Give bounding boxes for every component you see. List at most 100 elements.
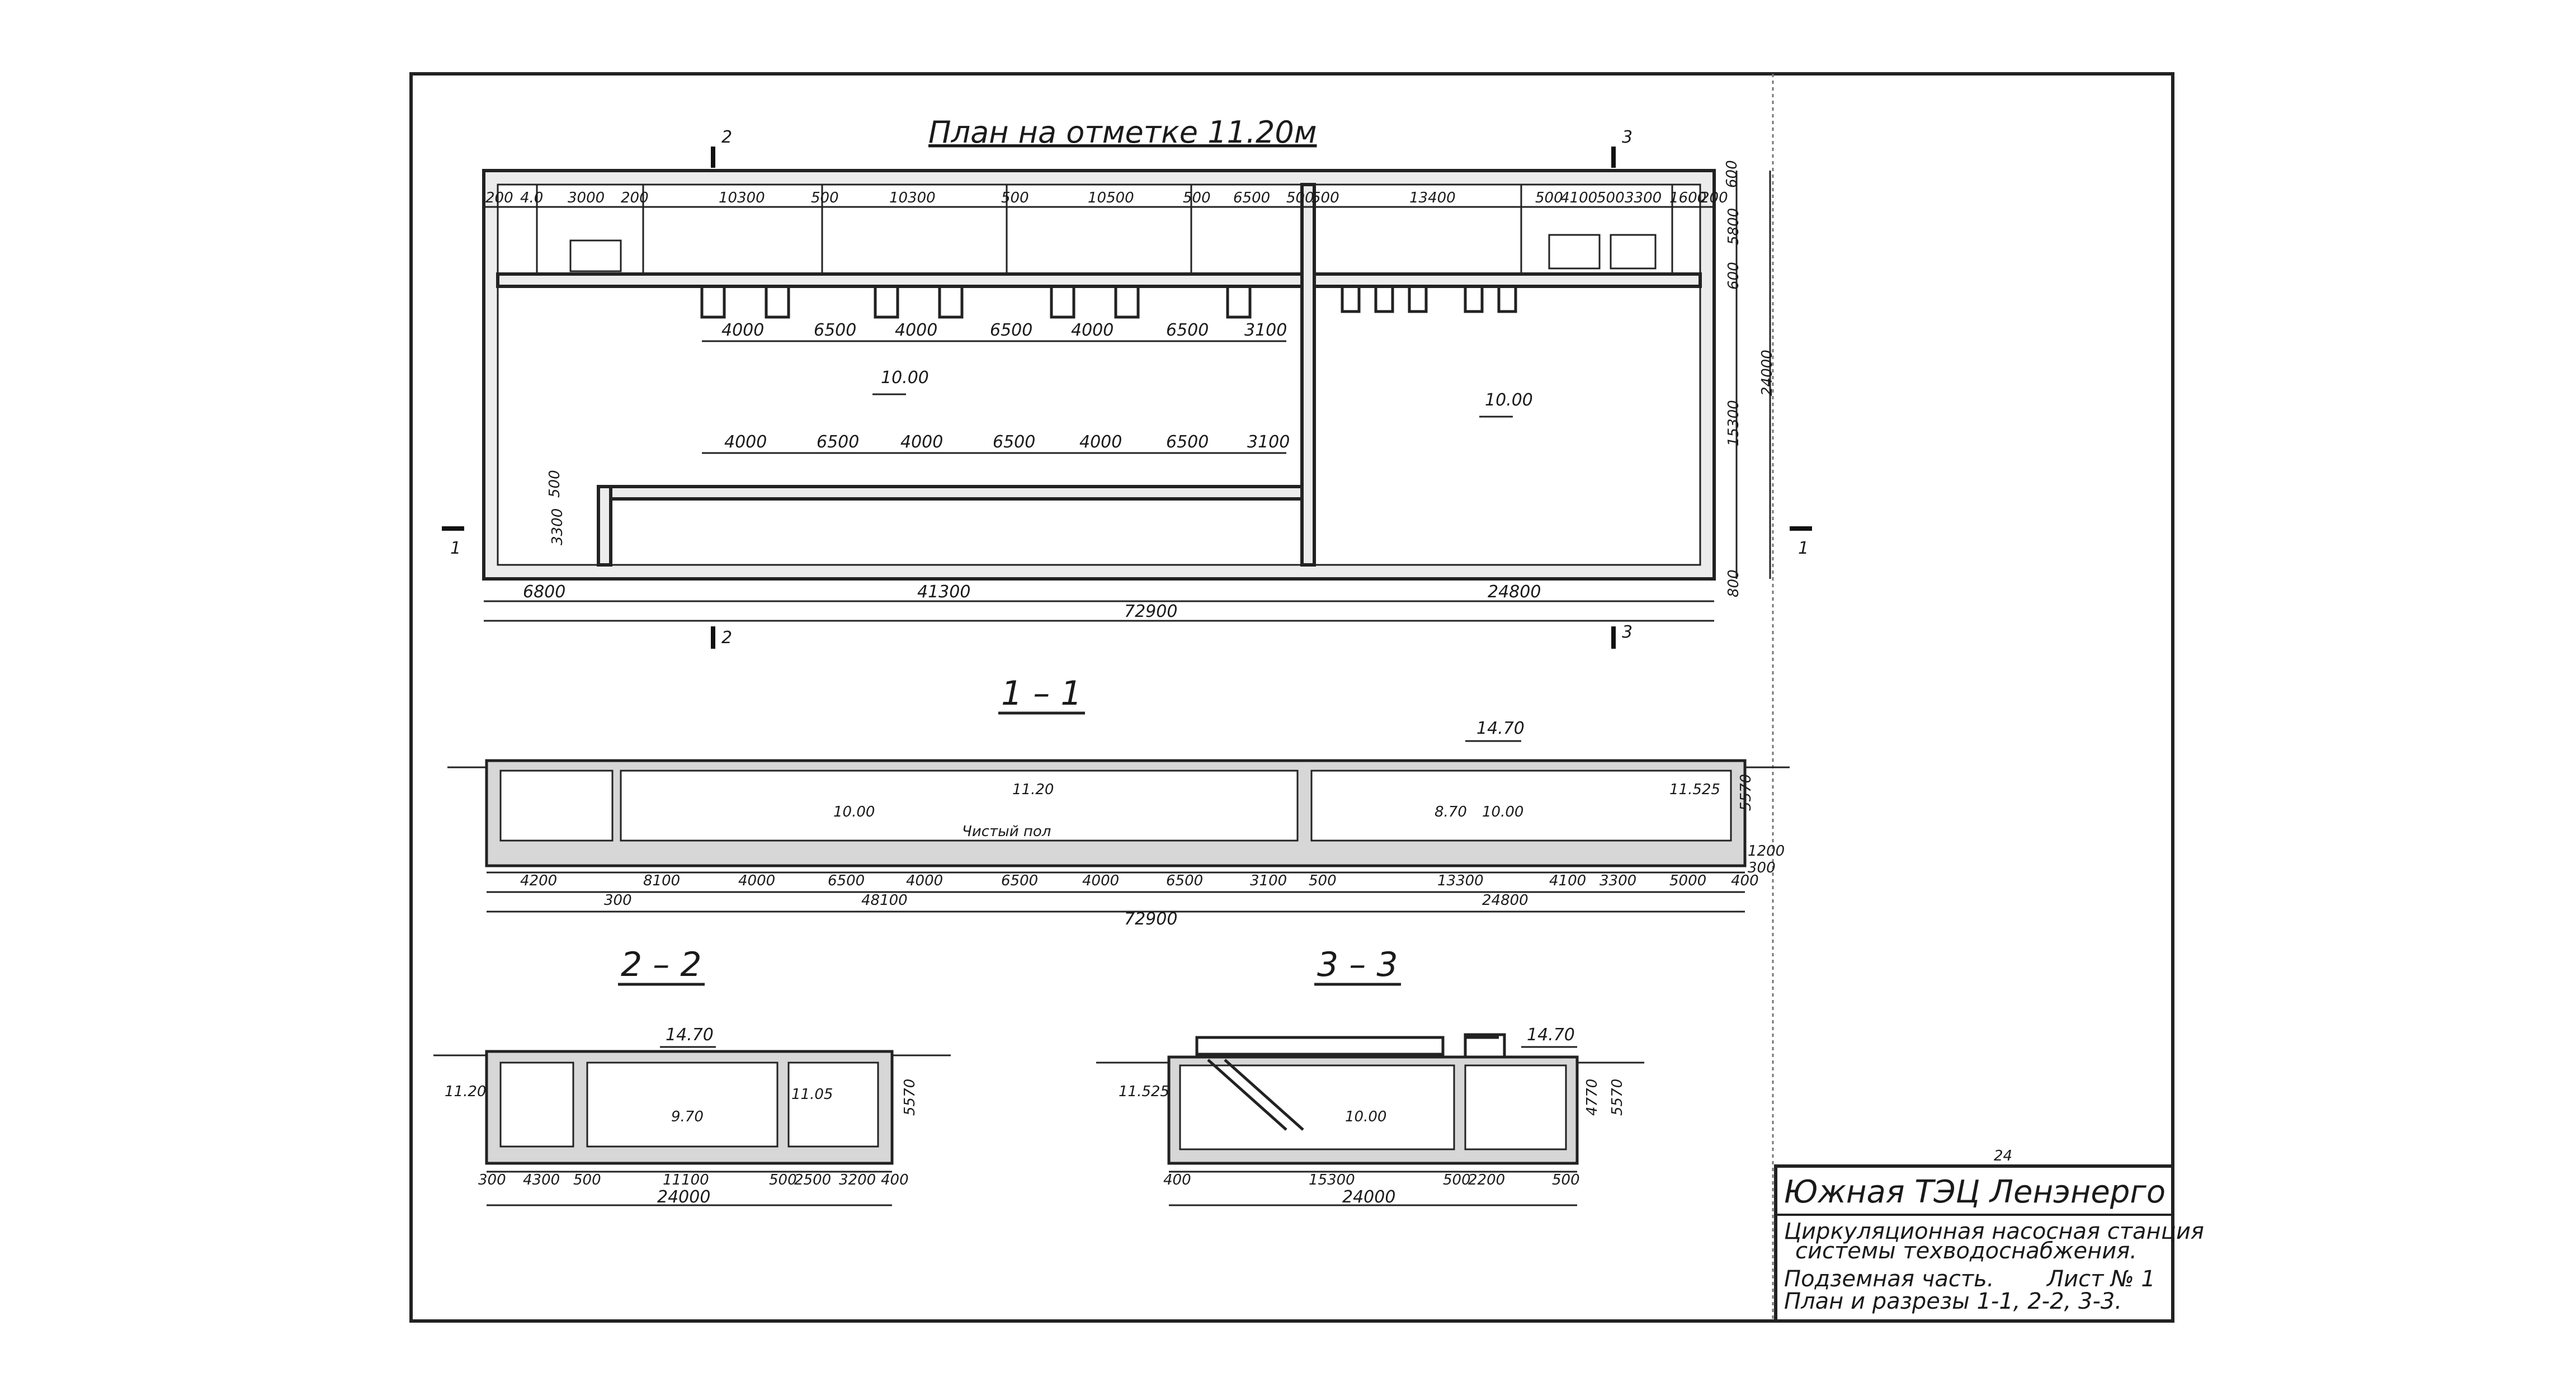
svg-text:3300: 3300 <box>1600 872 1636 889</box>
section-3-3-right-dim-2: 5570 <box>1609 1079 1626 1116</box>
svg-text:4000: 4000 <box>900 432 943 452</box>
svg-text:24800: 24800 <box>1482 892 1528 909</box>
svg-text:500: 500 <box>573 1172 601 1188</box>
svg-text:4000: 4000 <box>724 432 767 452</box>
section-2-2-level-left: 11.20 <box>445 1083 486 1100</box>
svg-text:15300: 15300 <box>1725 400 1742 446</box>
section-1-1-level-bottom: 10.00 <box>833 804 875 820</box>
plan-pump-dims-mid: 4000 6500 4000 6500 4000 6500 3100 <box>724 432 1290 452</box>
section-2-2-level-right: 11.05 <box>791 1086 833 1103</box>
svg-text:24800: 24800 <box>1488 582 1541 602</box>
stamp-sheet: Лист № 1 <box>2046 1266 2155 1292</box>
plan-section-mark-1-left: 1 <box>450 539 461 558</box>
svg-text:11100: 11100 <box>663 1172 709 1188</box>
section-3-3-total: 24000 <box>1342 1187 1395 1207</box>
svg-text:500: 500 <box>1286 190 1314 206</box>
svg-text:500: 500 <box>1001 190 1029 206</box>
svg-text:10500: 10500 <box>1088 190 1134 206</box>
plan-level-left: 10.00 <box>881 368 929 388</box>
plan-section-mark-2-bottom: 2 <box>721 628 732 648</box>
svg-text:15300: 15300 <box>1309 1172 1355 1188</box>
plan-bottom-dims: 6800 41300 24800 72900 <box>523 582 1541 621</box>
section-1-1-level-right-bottom: 10.00 <box>1482 804 1523 820</box>
plan-gallery-partitions <box>536 185 1673 274</box>
stamp-box <box>1774 1164 2174 1323</box>
svg-text:400: 400 <box>1731 872 1759 889</box>
stamp-contents: План и разрезы 1-1, 2-2, 3-3. <box>1784 1289 2122 1314</box>
plan-top-dims: 200 4.0 3000 200 10300 500 10300 500 105… <box>485 190 1728 206</box>
section-3-3: 3 – 3 14.70 11.525 10.00 400 15300 500 2… <box>1096 945 1644 1207</box>
svg-text:4000: 4000 <box>906 872 943 889</box>
svg-text:5800: 5800 <box>1725 208 1742 245</box>
svg-text:500: 500 <box>811 190 839 206</box>
svg-text:800: 800 <box>1725 569 1742 597</box>
svg-text:1200: 1200 <box>1748 843 1785 860</box>
svg-text:5000: 5000 <box>1669 872 1706 889</box>
svg-text:6500: 6500 <box>1233 190 1270 206</box>
section-1-1-dims-row2: 300 48100 24800 <box>604 892 1528 909</box>
svg-text:500: 500 <box>1183 190 1211 206</box>
plan-dividing-wall <box>1300 183 1316 567</box>
section-1-1-level-mid: 8.70 <box>1435 804 1467 820</box>
svg-text:500: 500 <box>1443 1172 1471 1188</box>
title-stamp: 24 Южная ТЭЦ Ленэнерго Циркуляционная на… <box>1774 1148 2204 1323</box>
section-1-1-label: 1 – 1 <box>1001 674 1082 713</box>
svg-text:4100: 4100 <box>1549 872 1586 889</box>
svg-text:4300: 4300 <box>523 1172 560 1188</box>
section-1-1-right-dims: 5570 1200 300 <box>1738 774 1785 876</box>
section-3-3-stair <box>1195 1033 1506 1131</box>
svg-text:4000: 4000 <box>1079 432 1122 452</box>
svg-text:3100: 3100 <box>1250 872 1287 889</box>
svg-text:10300: 10300 <box>889 190 936 206</box>
svg-text:500: 500 <box>1597 190 1625 206</box>
section-2-2-level-bottom: 9.70 <box>671 1108 704 1125</box>
stamp-desc-line2: системы техводоснабжения. <box>1795 1238 2137 1264</box>
svg-text:4100: 4100 <box>1560 190 1597 206</box>
section-3-3-right-dim-1: 4770 <box>1584 1079 1601 1116</box>
section-1-1-total: 72900 <box>1124 909 1177 929</box>
svg-text:300: 300 <box>478 1172 506 1188</box>
svg-text:10300: 10300 <box>719 190 765 206</box>
svg-text:200: 200 <box>621 190 649 206</box>
svg-text:4000: 4000 <box>1071 320 1114 340</box>
svg-text:6500: 6500 <box>814 320 856 340</box>
section-3-3-level-top: 14.70 <box>1527 1025 1575 1045</box>
svg-text:600: 600 <box>1725 262 1742 290</box>
svg-text:3200: 3200 <box>839 1172 876 1188</box>
plan-left-dim-1: 500 <box>546 470 563 498</box>
svg-text:6500: 6500 <box>828 872 865 889</box>
section-2-2-dims: 300 4300 500 11100 500 2500 3200 400 <box>478 1172 909 1188</box>
plan-pump-supports <box>700 285 1517 319</box>
svg-text:500: 500 <box>1535 190 1563 206</box>
svg-text:4000: 4000 <box>738 872 775 889</box>
svg-text:300: 300 <box>604 892 632 909</box>
section-3-3-level-bottom: 10.00 <box>1345 1108 1386 1125</box>
plan-section-mark-3-bottom: 3 <box>1622 622 1633 642</box>
section-1-1: 1 – 1 14.70 11.20 10.00 Чистый пол 8.70 … <box>447 674 1790 929</box>
svg-text:6500: 6500 <box>817 432 859 452</box>
stamp-desc-line1: Циркуляционная насосная станция <box>1784 1219 2204 1244</box>
section-1-1-note: Чистый пол <box>962 823 1051 840</box>
section-1-1-level-water: 11.20 <box>1012 781 1054 798</box>
svg-text:200: 200 <box>1700 190 1728 206</box>
svg-text:2200: 2200 <box>1468 1172 1505 1188</box>
svg-text:4200: 4200 <box>520 872 557 889</box>
svg-text:6500: 6500 <box>990 320 1032 340</box>
section-2-2: 2 – 2 14.70 11.20 9.70 11.05 300 4300 50… <box>433 945 951 1207</box>
svg-text:3000: 3000 <box>568 190 605 206</box>
section-2-2-label: 2 – 2 <box>621 945 702 984</box>
svg-text:6500: 6500 <box>1166 432 1209 452</box>
plan-section-mark-3-top: 3 <box>1622 128 1633 147</box>
svg-text:400: 400 <box>881 1172 909 1188</box>
plan-inner-wall-stub <box>597 485 612 567</box>
svg-text:6500: 6500 <box>993 432 1035 452</box>
svg-text:48100: 48100 <box>861 892 908 909</box>
stamp-page-number: 24 <box>1994 1148 2012 1164</box>
plan-inner-area <box>497 183 1701 566</box>
svg-text:2500: 2500 <box>794 1172 831 1188</box>
section-1-1-level-right: 11.525 <box>1669 781 1720 798</box>
section-2-2-total: 24000 <box>657 1187 710 1207</box>
svg-text:6500: 6500 <box>1001 872 1038 889</box>
svg-text:4000: 4000 <box>895 320 937 340</box>
